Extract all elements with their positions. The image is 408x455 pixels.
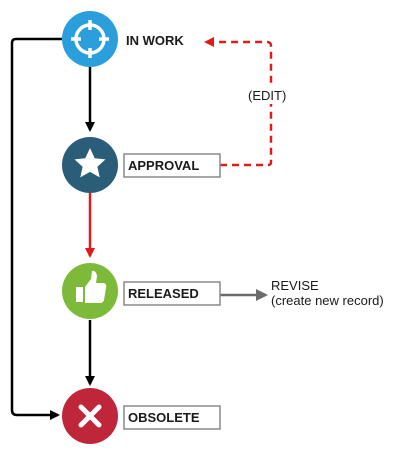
revise-sublabel: (create new record): [271, 293, 384, 308]
edit-label: (EDIT): [248, 88, 286, 103]
released-label-box: [123, 281, 221, 306]
loop-arrow-inwork-to-obsolete: [10, 37, 62, 420]
in-work-circle: [62, 11, 118, 67]
approval-label-box: [123, 153, 221, 178]
state-released[interactable]: RELEASED: [62, 263, 221, 319]
star-icon: [74, 148, 106, 178]
revise-label: REVISE: [271, 278, 319, 293]
in-work-label: IN WORK: [126, 33, 184, 48]
released-label: RELEASED: [128, 286, 199, 301]
thumbs-up-icon: [76, 270, 107, 303]
target-icon: [71, 20, 109, 58]
state-in-work[interactable]: IN WORK: [62, 11, 184, 67]
edit-label-bg: [246, 86, 296, 104]
obsolete-label: OBSOLETE: [128, 410, 200, 425]
state-approval[interactable]: APPROVAL: [62, 137, 221, 193]
approval-label: APPROVAL: [128, 158, 199, 173]
x-icon: [78, 404, 102, 428]
state-obsolete[interactable]: OBSOLETE: [62, 388, 221, 444]
obsolete-label-box: [123, 405, 221, 430]
